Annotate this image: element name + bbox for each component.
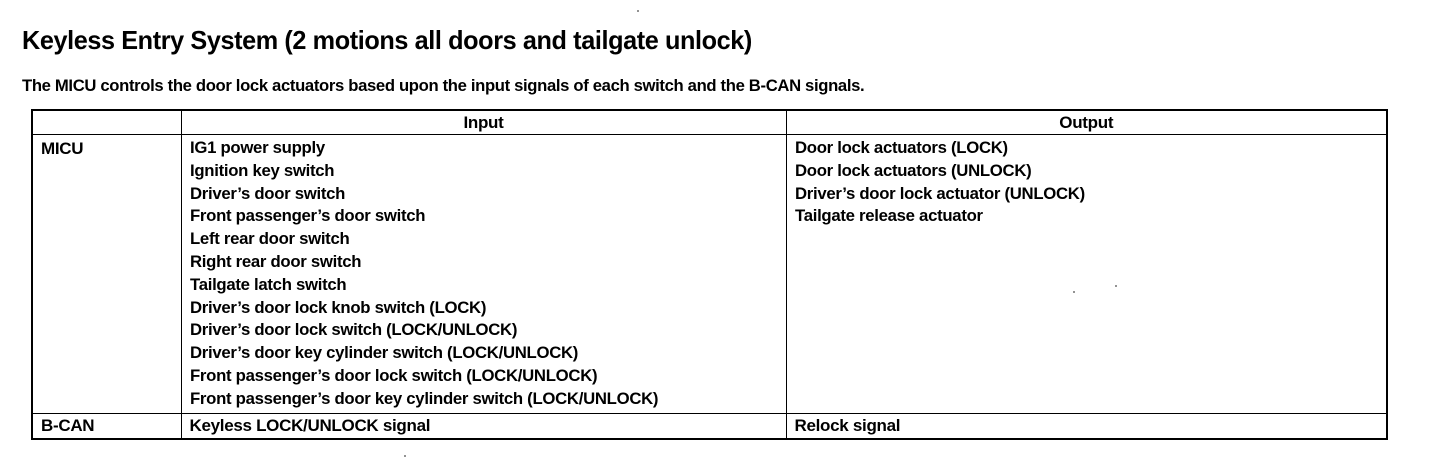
keyless-entry-spec-table: Input Output MICU IG1 power supply Ignit… <box>31 109 1388 440</box>
table-row: B-CAN Keyless LOCK/UNLOCK signal Relock … <box>31 413 1388 440</box>
scan-speck <box>404 455 406 457</box>
list-item: Driver’s door lock knob switch (LOCK) <box>189 297 486 317</box>
scan-speck <box>1115 285 1117 287</box>
list-item: Ignition key switch <box>189 160 334 180</box>
scan-speck <box>1073 291 1075 293</box>
table-body: MICU IG1 power supply Ignition key switc… <box>31 134 1388 440</box>
list-item: Front passenger’s door switch <box>189 206 426 226</box>
list-item: Driver’s door key cylinder switch (LOCK/… <box>189 343 578 363</box>
list-item: Door lock actuators (LOCK) <box>794 138 1008 157</box>
list-item: Left rear door switch <box>189 229 350 249</box>
list-item: Keyless LOCK/UNLOCK signal <box>189 416 431 435</box>
list-item: Front passenger’s door key cylinder swit… <box>189 388 659 408</box>
input-signal-list: IG1 power supply Ignition key switch Dri… <box>190 137 786 411</box>
list-item: Door lock actuators (UNLOCK) <box>794 160 1032 180</box>
cell-input-bcan: Keyless LOCK/UNLOCK signal <box>180 413 787 440</box>
cell-output-micu: Door lock actuators (LOCK) Door lock act… <box>785 134 1388 414</box>
list-item: Front passenger’s door lock switch (LOCK… <box>189 365 598 385</box>
table-row: MICU IG1 power supply Ignition key switc… <box>31 134 1388 414</box>
list-item: Tailgate latch switch <box>189 274 347 294</box>
column-header-input: Input <box>180 109 787 135</box>
column-header-output: Output <box>785 109 1388 135</box>
cell-output-bcan: Relock signal <box>785 413 1388 440</box>
scan-speck <box>637 10 639 12</box>
list-item: Relock signal <box>794 416 901 435</box>
cell-unit-micu: MICU <box>31 134 182 414</box>
list-item: IG1 power supply <box>189 138 325 157</box>
list-item: Tailgate release actuator <box>794 206 983 226</box>
list-item: Right rear door switch <box>189 251 362 271</box>
unit-label: MICU <box>41 139 84 158</box>
cell-input-micu: IG1 power supply Ignition key switch Dri… <box>180 134 787 414</box>
unit-label: B-CAN <box>41 416 95 435</box>
list-item: Driver’s door switch <box>189 183 345 203</box>
table-header: Input Output <box>31 109 1388 135</box>
output-signal-list: Door lock actuators (LOCK) Door lock act… <box>795 137 1387 228</box>
list-item: Driver’s door lock switch (LOCK/UNLOCK) <box>189 320 517 340</box>
column-header-unit <box>31 109 182 135</box>
page-subtitle: The MICU controls the door lock actuator… <box>22 76 865 95</box>
cell-unit-bcan: B-CAN <box>31 413 182 440</box>
list-item: Driver’s door lock actuator (UNLOCK) <box>794 183 1085 203</box>
page-title: Keyless Entry System (2 motions all door… <box>22 25 752 56</box>
table-header-row: Input Output <box>31 109 1388 135</box>
